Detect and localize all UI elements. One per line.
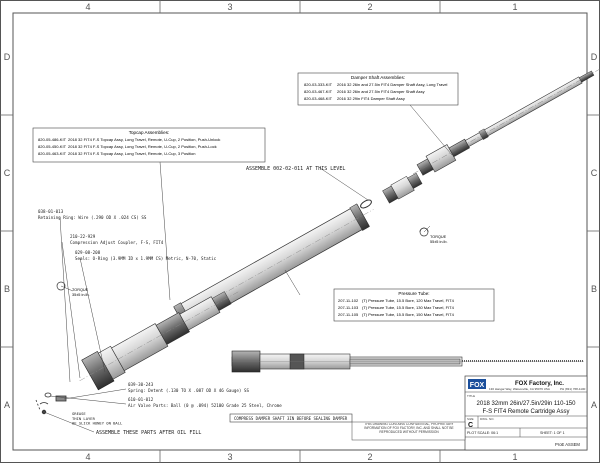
zone-row-b-right: B [591,284,597,294]
zone-col-1-bottom: 1 [512,452,517,462]
zone-col-2-top: 2 [367,2,372,12]
zone-col-3-bottom: 3 [227,452,232,462]
damper-shaft-desc-2: 2016 32 26in and 27.5in FIT4 Damper Shaf… [337,89,425,94]
zone-col-2-bottom: 2 [367,452,372,462]
damper-shaft-pn-2: 820-03-467-KIT [304,89,333,94]
topcap-desc-3: 2018 32 FIT4 F-S Topcap Assy, Long Trave… [68,151,195,156]
compress-note-box: COMPRESS DAMPER SHAFT 3IN BEFORE SEALING… [229,413,353,423]
callout-coupler-pn: 210-22-929 [70,234,96,239]
callout-detent-spring-desc: Spring: Detent (.130 TO X .087 OD X 46 G… [128,388,249,393]
size-value: C [468,422,473,429]
topcap-box: Topcap Assemblies: 820-05-486-KIT 2018 3… [32,127,266,163]
damper-shaft-desc-3: 2016 32 29in FIT4 Damper Shaft Assy [337,96,405,101]
notice-box: THIS DRAWING CONTAINS CONFIDENTIAL, PROP… [351,421,466,441]
callout-coupler-desc: Compression Adjust Coupler, F-S, FIT4 [70,240,164,245]
pressure-tube-pn-3: 207-11-105 [338,312,359,317]
callout-oring-pn: 029-08-208 [75,250,101,255]
company-name: FOX Factory, Inc. [515,381,564,387]
leader-lines [43,104,453,433]
zone-row-c-left: C [4,168,11,178]
confidential-notice: THIS DRAWING CONTAINS CONFIDENTIAL, PROP… [364,423,454,434]
callout-oring-desc: Seals: O-Ring (3.9MM ID x 1.9MM CS) Metr… [75,256,217,261]
topcap-desc-1: 2018 32 FIT4 F-S Topcap Assy, Long Trave… [68,137,220,142]
zone-row-a-right: A [591,400,597,410]
zone-col-4-top: 4 [85,2,90,12]
torque-lower-value: 35±5 in.lb. [72,293,90,297]
torque-lower-label: TORQUE [72,288,89,292]
pressure-tube-box: Pressure Tube: 207-11-102 (T) Pressure T… [333,288,495,322]
compression-valve-part [382,172,423,204]
damper-shaft-desc-1: 2016 32 26in and 27.5in FIT4 Damper Shaf… [337,82,448,87]
dwg-no-label: DWG. NO. [480,417,494,421]
after-oil-note: ASSEMBLE THESE PARTS AFTER OIL FILL [96,430,201,436]
pressure-tube-desc-3: (T) Pressure Tube, 15.5 Bore, 150 Max Tr… [362,312,455,317]
pressure-tube-title: Pressure Tube: [398,291,429,296]
damper-shaft-part [412,67,600,176]
title-label: TITLE [467,394,475,398]
damper-shaft-title: Damper Shaft Assemblies: [351,75,405,80]
plot-scale: PLOT SCALE: 06:1 [467,431,498,435]
torque-icon-lower [56,281,66,291]
callout-retaining-ring-desc: Retaining Ring: Wire (.290 OD X .024 CS)… [38,215,147,220]
zone-row-d-right: D [591,52,598,62]
topcap-assembly-part [79,291,239,391]
callout-air-valve-desc: Air Valve Parts: Ball (0 @ .094) 52100 G… [128,403,282,408]
callout-air-valve-pn: 610-01-012 [128,397,154,402]
company-address: 130 Hangar Way, Watsonville, CA 95076 US… [489,387,550,391]
zone-col-4-bottom: 4 [85,452,90,462]
retaining-ring-part [360,199,372,209]
zone-row-d-left: D [4,52,11,62]
pressure-tube-pn-2: 207-11-103 [338,305,359,310]
company-phone: PH (831) 768-1100 [560,387,586,391]
pressure-tube-pn-1: 207-11-102 [338,298,359,303]
torque-upper-label: TORQUE [430,235,447,239]
title-block: FOX FOX Factory, Inc. 130 Hangar Way, Wa… [464,375,588,451]
topcap-desc-2: 2018 32 FIT4 F-S Topcap Assy, Long Trave… [68,144,217,149]
pressure-tube-desc-2: (T) Pressure Tube, 15.5 Bore, 130 Max Tr… [362,305,455,310]
zone-col-3-top: 3 [227,2,232,12]
zone-row-c-right: C [591,168,598,178]
proe-label: ProE ASSEM [555,442,580,447]
torque-upper-value: 55±5 in.lb. [430,240,448,244]
topcap-pn-3: 820-05-463-KIT [38,151,67,156]
torque-icon-upper [419,227,429,237]
damper-shaft-box: Damper Shaft Assemblies: 820-03-333-KIT … [297,72,459,106]
topcap-pn-1: 820-05-486-KIT [38,137,67,142]
damper-shaft-pn-1: 820-03-333-KIT [304,82,333,87]
topcap-pn-2: 820-05-450-KIT [38,144,67,149]
section-view [231,350,584,373]
damper-shaft-pn-3: 820-03-468-KIT [304,96,333,101]
zone-col-1-top: 1 [512,2,517,12]
svg-text:FOX: FOX [470,382,485,389]
zone-row-a-left: A [4,400,10,410]
size-label: SIZE [467,417,474,421]
callout-detent-spring-pn: 039-30-243 [128,382,154,387]
zone-row-b-left: B [4,284,10,294]
compress-note-text: COMPRESS DAMPER SHAFT 3IN BEFORE SEALING… [234,416,348,421]
fox-logo: FOX [468,379,486,389]
sheet-number: SHEET: 1 OF 1 [540,431,565,435]
assemble-level-note: ASSEMBLE 002-02-011 AT THIS LEVEL [246,166,345,172]
drawing-title-line-1: 2018 32mm 26in/27.5in/29in 110-150 [477,401,577,407]
topcap-title: Topcap Assemblies: [129,130,170,135]
callout-retaining-ring-pn: 038-01-013 [38,209,64,214]
pressure-tube-desc-1: (T) Pressure Tube, 15.5 Bore, 120 Max Tr… [362,298,455,303]
drawing-title-line-2: F-S FIT4 Remote Cartridge Assy [482,409,569,415]
